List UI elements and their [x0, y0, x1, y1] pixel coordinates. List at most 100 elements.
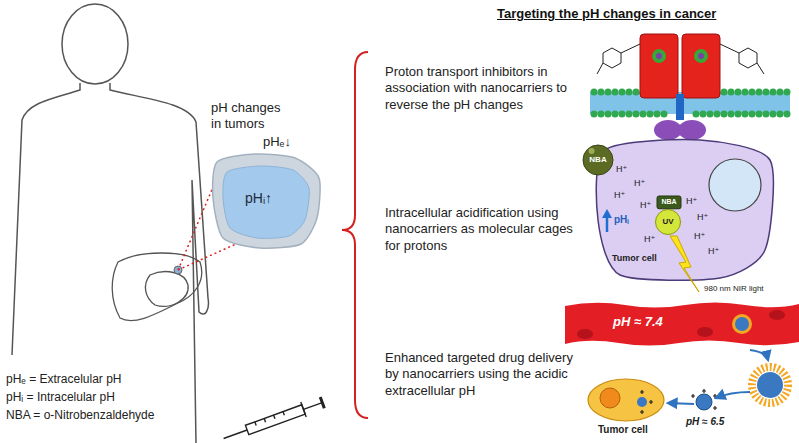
charge-mark	[649, 400, 653, 404]
membrane-protein	[654, 120, 682, 140]
membrane-protein	[694, 49, 708, 63]
proton-label: H⁺	[634, 178, 645, 189]
proton-label: H⁺	[614, 190, 625, 201]
membrane-protein	[693, 111, 700, 118]
membrane-protein	[749, 111, 756, 118]
delivery-arrow	[668, 403, 694, 404]
syringe-icon	[224, 430, 247, 439]
syringe-icon	[245, 405, 305, 435]
membrane-protein	[700, 111, 707, 118]
tumor-cell-text: Tumor cell	[612, 253, 657, 264]
membrane-protein	[784, 111, 791, 118]
blood-vessel-shape	[565, 300, 799, 346]
membrane-protein	[770, 111, 777, 118]
syringe-icon	[283, 412, 284, 416]
proton-label: H⁺	[708, 246, 719, 257]
blood-vessel: pH ≈ 7.4	[565, 300, 799, 346]
charge-mark	[640, 410, 644, 414]
nba-sphere-text: NBA	[589, 155, 606, 165]
membrane-protein	[626, 89, 633, 96]
membrane-protein	[698, 53, 704, 59]
nanoparticle	[691, 389, 717, 410]
description-text: Intracellular acidification using nanoca…	[385, 205, 575, 254]
membrane-protein	[742, 89, 749, 96]
membrane-protein	[678, 120, 706, 140]
tumor-region-text: pHₑ↓	[263, 134, 291, 150]
description-text: Enhanced targeted drug delivery by nanoc…	[385, 350, 575, 399]
delivery-arrow	[750, 350, 768, 360]
human-silhouette	[62, 4, 128, 84]
membrane-protein	[621, 44, 640, 53]
syringe-icon	[221, 395, 325, 443]
leader-line	[178, 180, 216, 270]
membrane-protein	[591, 111, 598, 118]
membrane-protein	[763, 89, 770, 96]
membrane-protein	[633, 89, 640, 96]
cell-nucleus	[709, 159, 761, 211]
membrane-protein	[728, 111, 735, 118]
red-blood-cell	[697, 327, 713, 337]
membrane-protein	[640, 34, 678, 98]
membrane-protein	[739, 48, 757, 68]
membrane-protein	[784, 89, 791, 96]
tumor-region-text: pHᵢ↑	[245, 190, 272, 208]
tumor-region: pH changes in tumorspHₑ↓pHᵢ↑	[205, 98, 327, 250]
delivery-arrow	[668, 350, 768, 404]
proton-label: H⁺	[686, 196, 697, 207]
light-label: 980 nm NIR light	[704, 284, 764, 294]
membrane-protein	[619, 111, 626, 118]
uv-circle	[656, 210, 681, 235]
charge-mark	[640, 390, 644, 394]
ph-arrow	[606, 216, 609, 232]
membrane-protein	[591, 89, 598, 96]
red-blood-cell	[577, 329, 593, 339]
membrane-protein	[652, 49, 666, 63]
tumor-cell-text: Tumor cell	[598, 424, 648, 437]
membrane-protein	[721, 111, 728, 118]
membrane-protein	[640, 111, 647, 118]
leader-line	[178, 244, 236, 270]
proton-label: H⁺	[640, 200, 651, 211]
membrane-protein	[756, 89, 763, 96]
membrane-protein	[721, 89, 728, 96]
membrane-protein	[612, 89, 619, 96]
liver-organ	[145, 272, 188, 307]
membrane-protein	[605, 89, 612, 96]
nba-tag: NBA	[657, 196, 681, 209]
diagram-title: Targeting the pH changes in cancer	[497, 6, 716, 22]
human-silhouette	[12, 83, 80, 355]
nanoparticle	[691, 367, 788, 410]
light-bolt	[670, 236, 699, 292]
membrane-protein	[777, 111, 784, 118]
human-silhouette	[110, 83, 208, 443]
membrane-protein	[742, 111, 749, 118]
membrane-protein	[605, 111, 612, 118]
membrane-protein	[597, 63, 603, 74]
membrane-protein	[598, 111, 605, 118]
membrane-protein	[633, 111, 640, 118]
syringe-icon	[301, 402, 306, 417]
membrane-protein	[707, 111, 714, 118]
nanoparticle	[752, 367, 788, 403]
nba-tag-text: NBA	[661, 198, 676, 207]
membrane-protein	[720, 44, 739, 53]
membrane-protein	[777, 89, 784, 96]
ph-label: pH ≈ 6.5	[686, 416, 724, 429]
nanoparticle	[696, 394, 712, 410]
vessel-nanoparticle	[732, 314, 752, 334]
membrane-protein	[603, 48, 621, 68]
membrane-protein	[590, 34, 791, 140]
blood-vessel-text: pH ≈ 7.4	[613, 314, 663, 330]
membrane-protein	[597, 44, 764, 74]
ph-label: pHᵢ	[614, 214, 629, 227]
tumor-cell-nucleus	[600, 388, 620, 408]
nba-tag-box	[657, 196, 681, 209]
syringe-icon	[303, 403, 322, 410]
nba-sphere-body	[583, 145, 613, 175]
proton-label: H⁺	[644, 234, 655, 245]
membrane-protein	[757, 63, 764, 74]
membrane-protein	[612, 111, 619, 118]
nba-sphere-highlight	[589, 148, 595, 154]
proton-label: H⁺	[694, 231, 705, 242]
proton-label: H⁺	[616, 164, 627, 175]
